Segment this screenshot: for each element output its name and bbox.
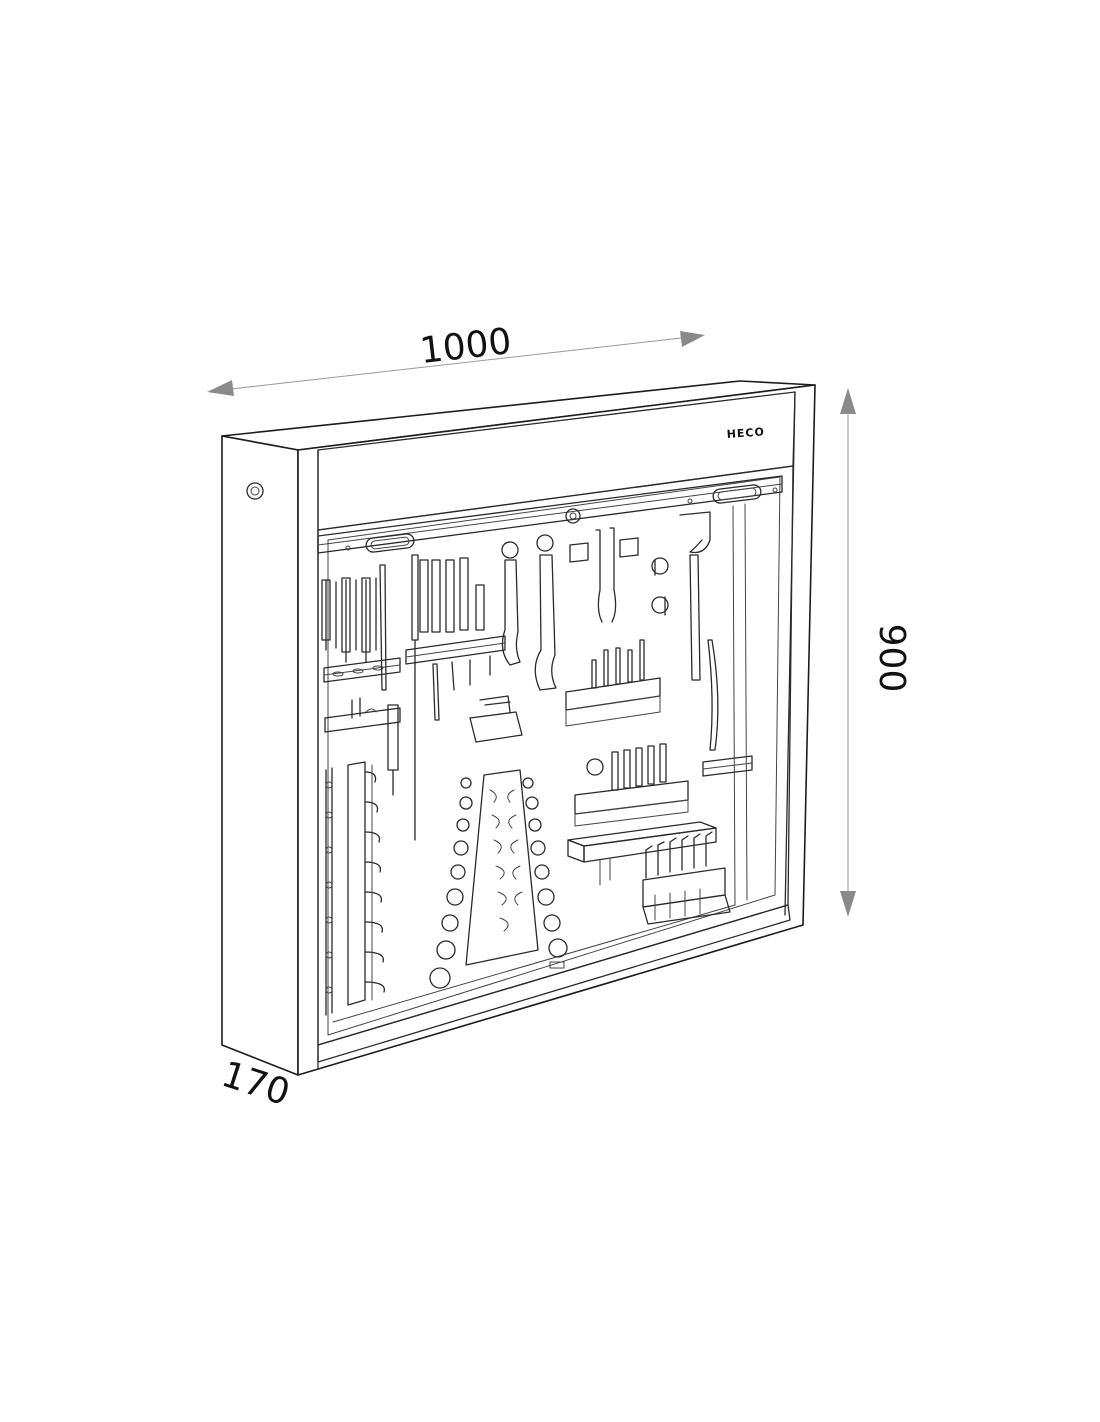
long-screwdriver [387, 554, 419, 841]
hex-key-set [642, 831, 731, 925]
height-arrow-top [840, 388, 856, 414]
width-arrow-left [207, 380, 234, 396]
shutter-lock-icon[interactable] [565, 508, 581, 524]
screwdriver-rack-middle [405, 557, 506, 721]
wrench-set-middle [429, 777, 473, 989]
height-dimension: 900 [840, 388, 912, 917]
cabinet-front-frame [297, 384, 816, 1076]
file-rack [574, 743, 689, 827]
pliers-holder [569, 527, 669, 623]
width-label: 1000 [418, 321, 514, 372]
screwdriver-set-left [321, 564, 401, 691]
height-arrow-bottom [840, 891, 856, 917]
brand-logo: HECO [726, 425, 765, 441]
side-lock-icon [246, 482, 264, 500]
adjustable-wrench-large [534, 534, 557, 691]
width-arrow-right [680, 331, 705, 347]
cabinet-body: HECO [221, 380, 816, 1076]
wrench-set-right [522, 777, 568, 958]
tray-shelf [567, 821, 717, 886]
base-marker [549, 961, 565, 969]
angle-bracket [469, 695, 523, 743]
small-shelf-left [324, 697, 401, 733]
shutter-rail [317, 475, 783, 554]
adjustable-wrench [501, 541, 521, 666]
shutter-handle-left[interactable] [365, 533, 415, 553]
bottom-sill [317, 904, 791, 1063]
chisel-rack [565, 639, 661, 727]
cabinet-side-face [221, 435, 299, 1076]
wrench-hanger-left [347, 761, 386, 1006]
right-hook [679, 511, 753, 777]
wrench-holder-tapered [465, 769, 539, 966]
shutter-handle-right[interactable] [712, 484, 762, 504]
height-label: 900 [871, 624, 912, 693]
wrench-column-left [325, 767, 333, 1016]
width-dimension: 1000 [207, 321, 705, 396]
pegboard-tools [321, 511, 753, 1016]
